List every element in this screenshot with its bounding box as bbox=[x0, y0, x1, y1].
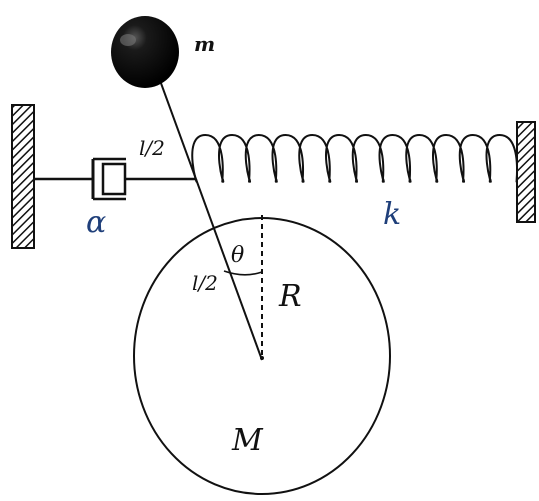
label-length-lower: l/2 bbox=[192, 271, 218, 295]
label-mass-small: m bbox=[194, 32, 215, 56]
disk-center bbox=[260, 356, 264, 360]
label-angle: θ bbox=[231, 243, 244, 268]
label-length-upper: l/2 bbox=[139, 136, 165, 160]
ball-highlight bbox=[120, 34, 136, 46]
spring-coil bbox=[191, 133, 519, 183]
label-mass-large: M bbox=[231, 423, 264, 458]
angle-arc bbox=[223, 270, 263, 276]
damper bbox=[91, 157, 127, 201]
pendulum-rod bbox=[157, 74, 263, 361]
right-wall bbox=[516, 121, 536, 223]
label-spring: k bbox=[383, 197, 401, 232]
left-wall bbox=[11, 104, 35, 249]
ball-mass bbox=[111, 16, 179, 88]
label-radius: R bbox=[278, 279, 302, 314]
label-damper: α bbox=[86, 205, 106, 240]
